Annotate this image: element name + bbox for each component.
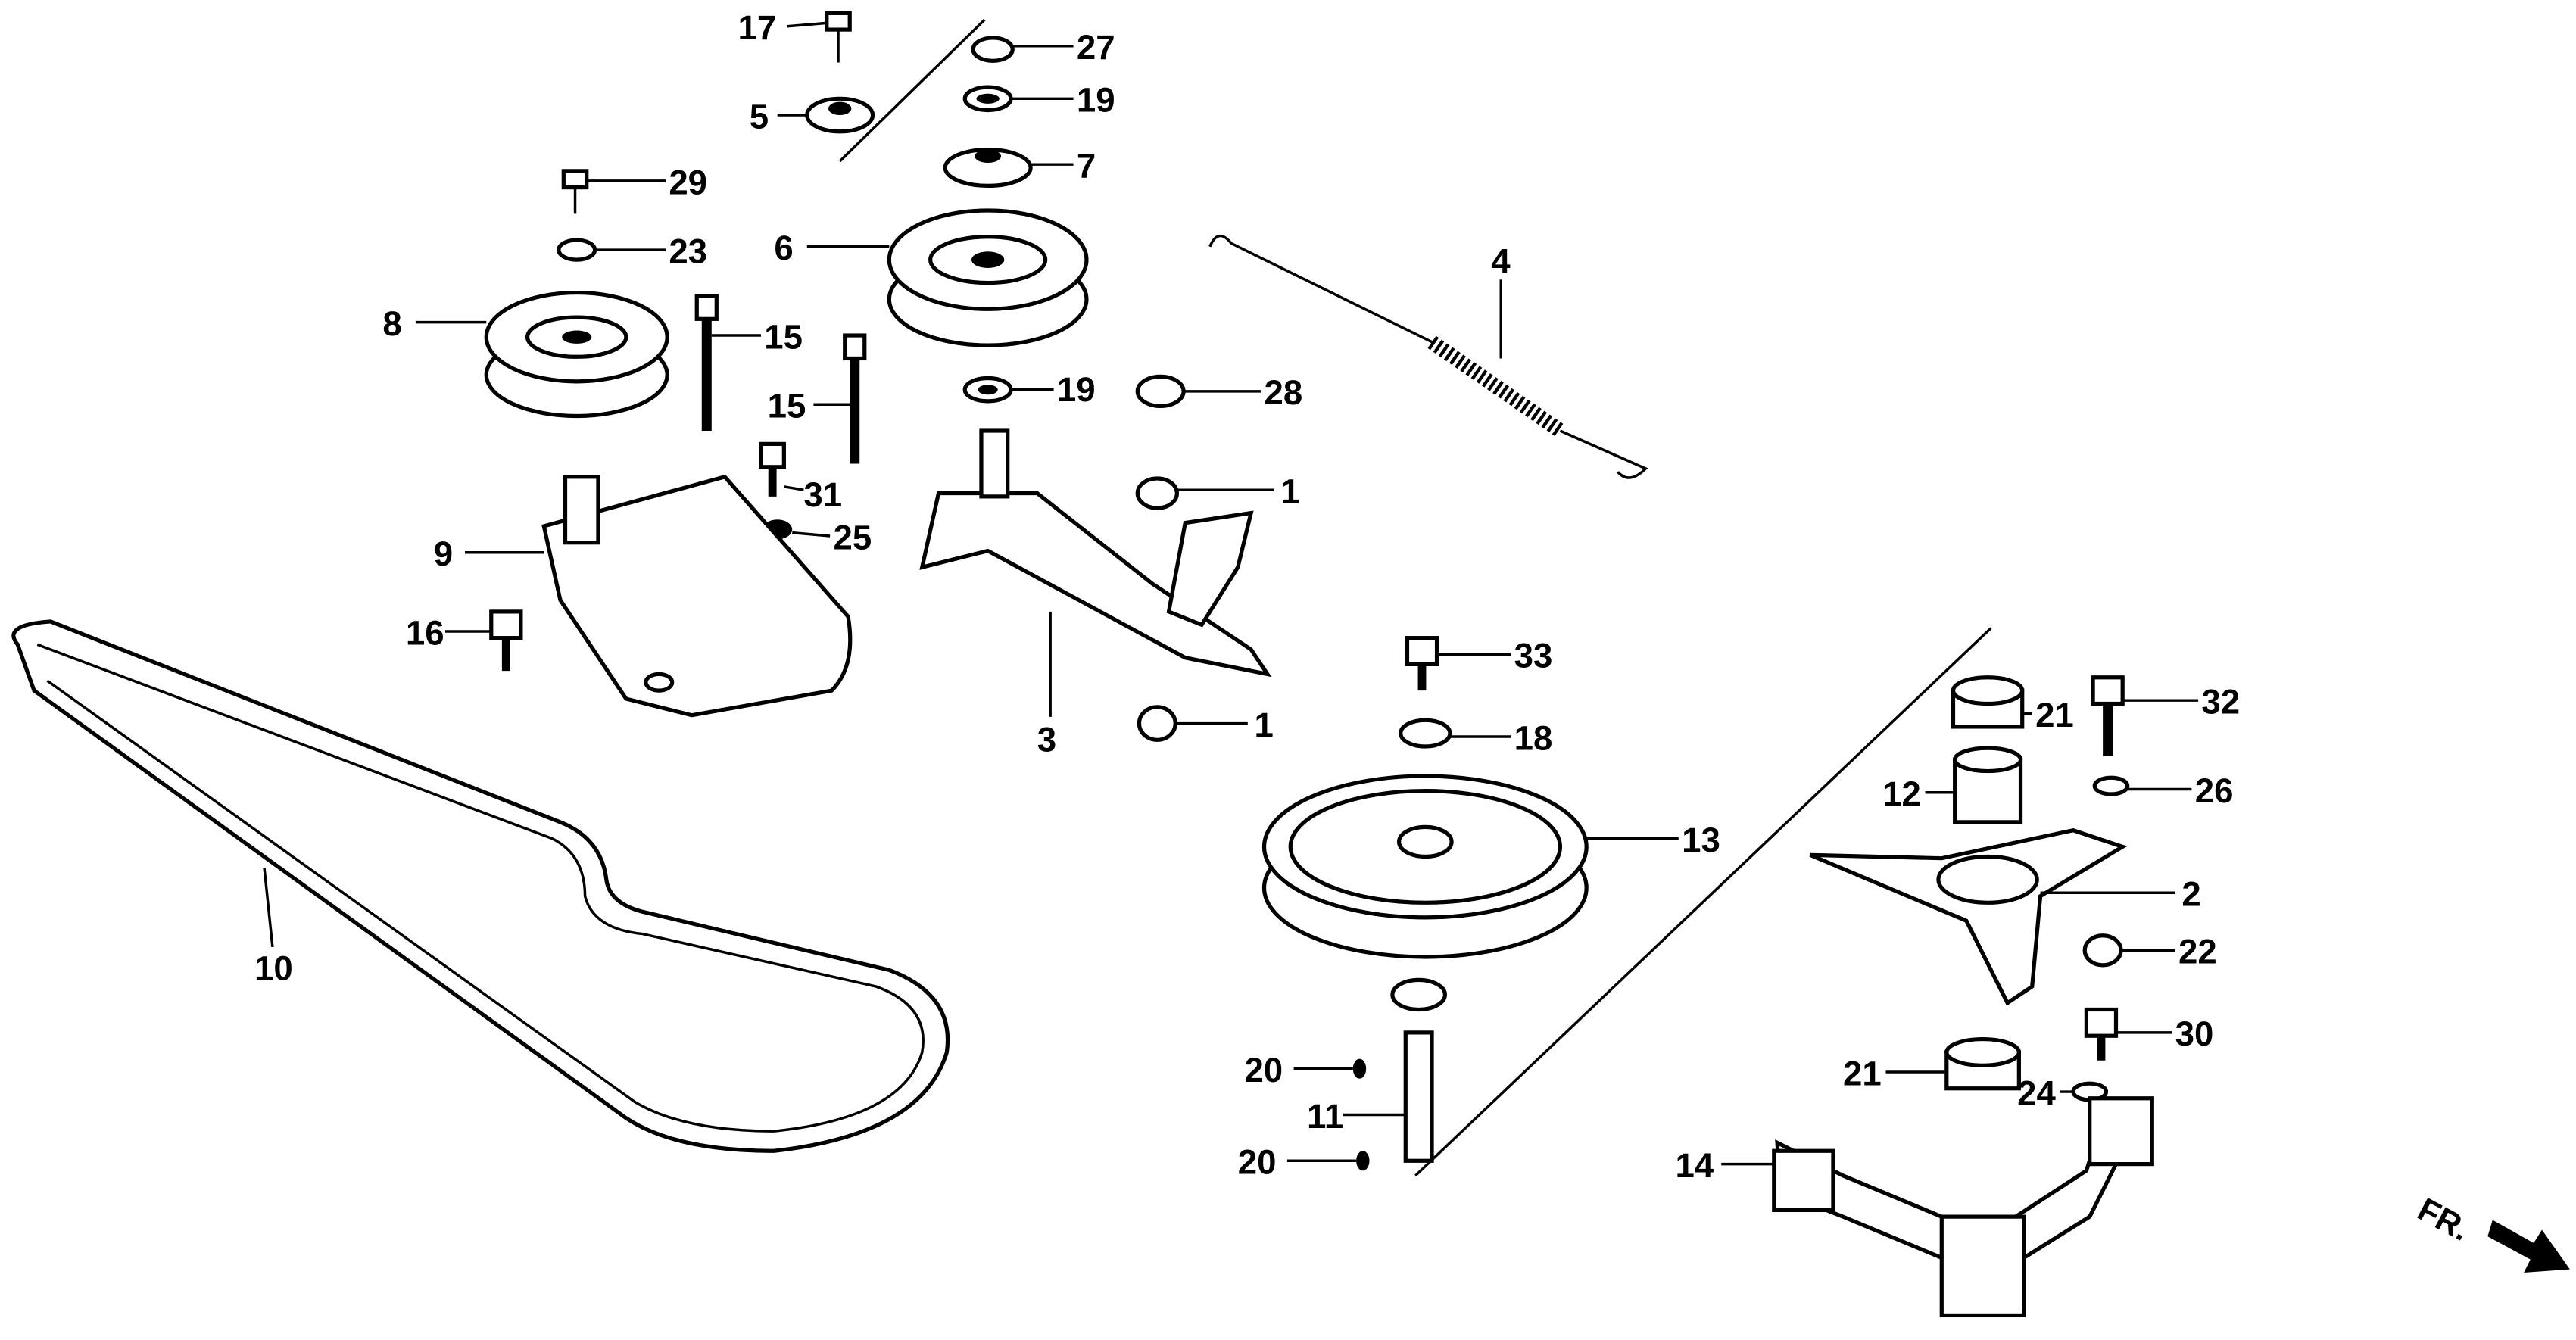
bracket-9: [541, 474, 853, 718]
washer-19: [962, 85, 1013, 113]
leader-lines: [263, 21, 2199, 1166]
callout-7: 7: [1077, 147, 1096, 185]
callout-15a: 15: [764, 317, 803, 356]
callout-18: 18: [1514, 718, 1553, 757]
callout-19b: 19: [1057, 370, 1096, 409]
bolt-29: [561, 169, 589, 214]
bolt-17: [825, 11, 852, 63]
pin-20a: [1352, 1058, 1367, 1079]
bolt-15a: [694, 294, 719, 432]
callout-33: 33: [1514, 637, 1553, 675]
bolt-16: [489, 609, 523, 672]
front-indicator: FR.: [2412, 1192, 2570, 1273]
callout-2: 2: [2181, 875, 2200, 914]
callout-21b: 21: [1843, 1054, 1882, 1092]
pulley-8: [484, 290, 669, 419]
shaft-11: [1403, 1030, 1434, 1163]
bolt-15b: [843, 333, 867, 464]
bolt-32: [2091, 675, 2125, 757]
bolt-30: [2084, 1007, 2119, 1061]
bearing-21a: [1951, 675, 2025, 729]
guard-14: [1772, 1096, 2154, 1318]
callout-28: 28: [1265, 373, 1303, 412]
callout-13: 13: [1682, 821, 1720, 859]
nut-28: [1135, 374, 1186, 409]
nut-27: [971, 36, 1015, 63]
callout-14: 14: [1675, 1146, 1714, 1185]
callout-3: 3: [1037, 721, 1056, 759]
callout-32: 32: [2201, 683, 2240, 721]
callout-30: 30: [2175, 1014, 2214, 1053]
bushing-1a: [1135, 476, 1180, 510]
washer-18: [1399, 718, 1452, 749]
callout-20b: 20: [1238, 1143, 1277, 1182]
callout-9: 9: [434, 534, 453, 573]
callout-26: 26: [2195, 771, 2234, 810]
washer-23: [557, 238, 597, 262]
callout-27: 27: [1077, 28, 1115, 67]
guide-line: [838, 18, 986, 163]
washer-under-13: [1390, 977, 1448, 1012]
housing-2: [1809, 828, 2128, 1006]
cap-7: [943, 148, 1033, 189]
bearing-21b: [1944, 1036, 2021, 1091]
collar-5: [805, 96, 875, 134]
pulley-6: [887, 208, 1089, 347]
washer-26: [2092, 775, 2130, 796]
callout-8: 8: [382, 304, 401, 343]
callout-31: 31: [803, 475, 842, 514]
spacer-12: [1953, 746, 2023, 824]
bolt-33: [1405, 636, 1439, 691]
callout-16: 16: [406, 613, 444, 652]
callout-labels: 17 27 5 19 7 29 23 6 4 8 15 15 19 28 31 …: [254, 8, 2240, 1185]
callout-1b: 1: [1254, 706, 1273, 744]
callout-15b: 15: [768, 387, 806, 425]
washer-19b: [962, 376, 1013, 404]
callout-6: 6: [774, 229, 793, 267]
callout-23: 23: [669, 232, 707, 270]
callout-5: 5: [750, 97, 769, 136]
callout-17: 17: [738, 8, 777, 47]
callout-19: 19: [1077, 81, 1115, 120]
callout-29: 29: [669, 163, 707, 201]
callout-21a: 21: [2035, 696, 2074, 734]
callout-20a: 20: [1244, 1051, 1283, 1089]
callout-12: 12: [1882, 774, 1921, 813]
callout-1a: 1: [1280, 472, 1299, 511]
callout-10: 10: [254, 949, 293, 987]
pin-20b: [1356, 1151, 1370, 1171]
pulley-13: [1261, 774, 1589, 959]
front-label: FR.: [2412, 1192, 2475, 1248]
callout-11: 11: [1307, 1097, 1343, 1136]
nut-22: [2082, 933, 2123, 968]
belt-10: [11, 619, 950, 1153]
spring-4: [1208, 234, 1648, 479]
callout-22: 22: [2178, 933, 2217, 971]
arm-3: [919, 428, 1272, 678]
callout-25: 25: [834, 518, 872, 556]
callout-4: 4: [1491, 242, 1511, 281]
bushing-1b: [1137, 705, 1177, 742]
bolt-31: [759, 441, 786, 497]
guide-line-2: [1414, 627, 1992, 1177]
callout-24: 24: [2017, 1074, 2056, 1112]
front-arrow-icon: [2487, 1220, 2570, 1273]
